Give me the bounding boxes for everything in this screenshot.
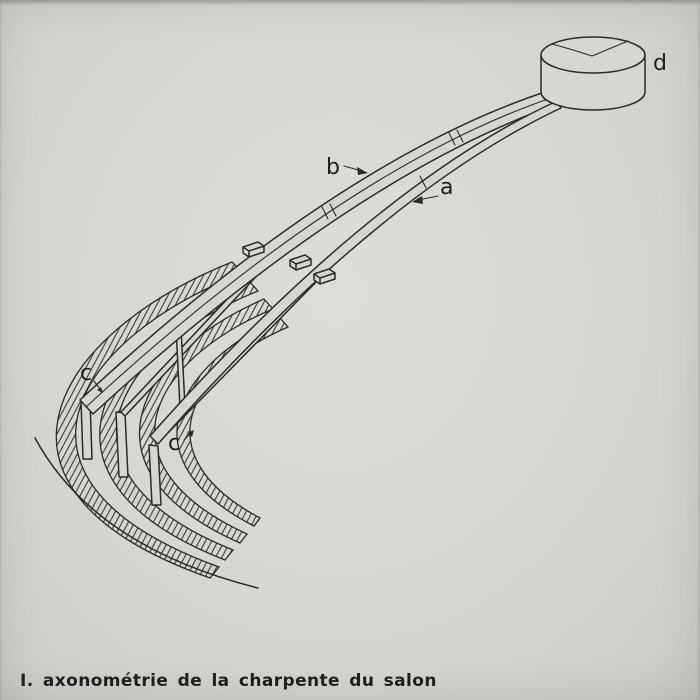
ground-curve	[34, 437, 259, 589]
post-middle	[115, 411, 129, 478]
label-a: a	[440, 175, 453, 200]
cleat-block	[242, 241, 265, 258]
drum	[540, 36, 646, 111]
label-c-lower-leader	[183, 433, 191, 441]
joint-tick	[321, 206, 329, 220]
label-c-lower: c	[168, 431, 180, 456]
drum-notch-line	[591, 40, 629, 57]
cleats	[242, 241, 336, 285]
cleat-block	[289, 254, 312, 271]
label-b: b	[326, 155, 340, 180]
label-c-upper-leader	[93, 380, 101, 390]
joint-ticks	[321, 129, 464, 220]
label-c-upper: c	[80, 361, 92, 386]
beam-a-body	[149, 100, 562, 445]
vault-rib-outer	[55, 261, 245, 579]
beam-a	[149, 100, 562, 445]
joint-tick	[419, 175, 427, 189]
joint-tick	[448, 132, 456, 146]
joint-tick	[329, 203, 337, 217]
posts	[80, 400, 162, 506]
label-a-arrowhead	[412, 196, 423, 204]
cleat-block	[313, 268, 336, 285]
post-right	[148, 444, 162, 506]
label-b-arrowhead	[357, 167, 368, 175]
label-c-upper-arrowhead	[97, 387, 103, 393]
label-c-lower-arrowhead	[187, 430, 194, 437]
joint-tick	[456, 129, 464, 143]
figure-caption: I. axonométrie de la charpente du salon	[20, 671, 437, 691]
drum-notch-curve	[551, 43, 593, 57]
label-d: d	[653, 51, 667, 76]
beam-b-body	[79, 89, 559, 415]
annotations: b a c c d	[80, 51, 667, 456]
